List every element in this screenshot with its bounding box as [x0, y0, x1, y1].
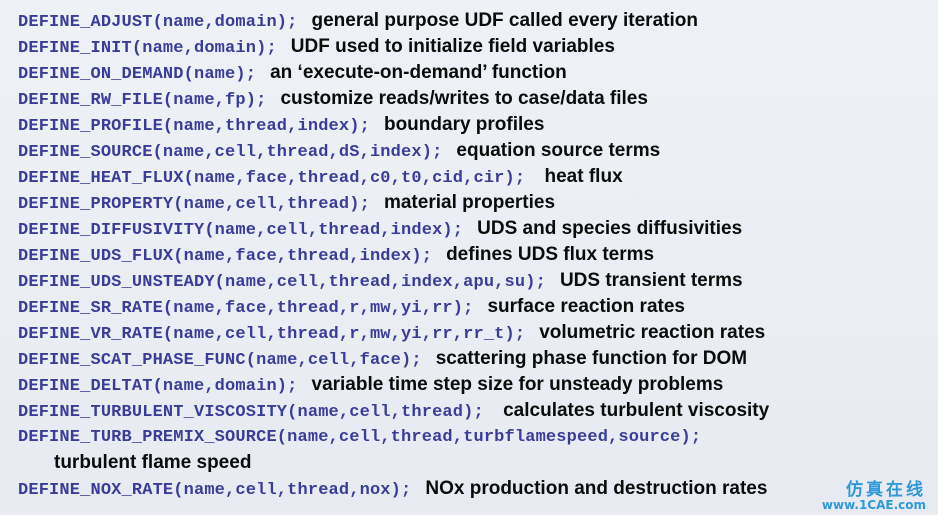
udf-line-define-on-demand: DEFINE_ON_DEMAND(name); an ‘execute-on-de… — [18, 61, 567, 85]
udf-line-define-turbulent-viscosity: DEFINE_TURBULENT_VISCOSITY(name,cell,thr… — [18, 399, 769, 423]
macro-description: customize reads/writes to case/data file… — [280, 88, 648, 109]
macro-description-continuation: turbulent flame speed — [54, 452, 252, 473]
macro-signature: DEFINE_VR_RATE(name,cell,thread,r,mw,yi,… — [18, 325, 526, 344]
udf-line-define-adjust: DEFINE_ADJUST(name,domain); general purpo… — [18, 9, 698, 33]
udf-line-define-rw-file: DEFINE_RW_FILE(name,fp); customize reads/… — [18, 87, 648, 111]
udf-line-define-nox-rate: DEFINE_NOX_RATE(name,cell,thread,nox); NO… — [18, 477, 767, 501]
macro-description: calculates turbulent viscosity — [497, 400, 770, 421]
macro-signature: DEFINE_HEAT_FLUX(name,face,thread,c0,t0,… — [18, 169, 526, 188]
macro-description: UDS transient terms — [559, 270, 743, 291]
macro-description: an ‘execute-on-demand’ function — [270, 62, 567, 83]
macro-signature: DEFINE_UDS_UNSTEADY(name,cell,thread,ind… — [18, 273, 546, 292]
watermark-logo: 仿真在线 www.1CAE.com — [821, 480, 926, 512]
udf-line-define-init: DEFINE_INIT(name,domain); UDF used to ini… — [18, 35, 615, 59]
macro-signature: DEFINE_SCAT_PHASE_FUNC(name,cell,face); — [18, 351, 422, 370]
udf-line-define-source: DEFINE_SOURCE(name,cell,thread,dS,index)… — [18, 139, 660, 163]
udf-line-define-turb-premix-source: DEFINE_TURB_PREMIX_SOURCE(name,cell,thre… — [18, 425, 701, 449]
macro-description: defines UDS flux terms — [446, 244, 655, 265]
macro-signature: DEFINE_RW_FILE(name,fp); — [18, 91, 267, 110]
udf-line-define-profile: DEFINE_PROFILE(name,thread,index); bounda… — [18, 113, 544, 137]
macro-description: boundary profiles — [383, 114, 545, 135]
macro-description: UDS and species diffusivities — [477, 218, 743, 239]
macro-signature: DEFINE_DIFFUSIVITY(name,cell,thread,inde… — [18, 221, 464, 240]
macro-description: variable time step size for unsteady pro… — [311, 374, 724, 395]
macro-signature: DEFINE_TURBULENT_VISCOSITY(name,cell,thr… — [18, 403, 484, 422]
watermark-cn-text: 仿真在线 — [846, 480, 926, 500]
udf-line-define-heat-flux: DEFINE_HEAT_FLUX(name,face,thread,c0,t0,… — [18, 165, 623, 189]
macro-description: surface reaction rates — [487, 296, 685, 317]
macro-signature: DEFINE_SOURCE(name,cell,thread,dS,index)… — [18, 143, 443, 162]
macro-description: general purpose UDF called every iterati… — [311, 10, 698, 31]
udf-line-define-uds-unsteady: DEFINE_UDS_UNSTEADY(name,cell,thread,ind… — [18, 269, 743, 293]
macro-signature: DEFINE_ON_DEMAND(name); — [18, 65, 257, 84]
macro-description: scattering phase function for DOM — [435, 348, 748, 369]
macro-description: volumetric reaction rates — [539, 322, 766, 343]
udf-line-define-uds-flux: DEFINE_UDS_FLUX(name,face,thread,index);… — [18, 243, 654, 267]
watermark-url-text: www.1CAE.com — [821, 498, 926, 512]
macro-description: NOx production and destruction rates — [425, 478, 768, 499]
macro-signature: DEFINE_TURB_PREMIX_SOURCE(name,cell,thre… — [18, 428, 702, 447]
udf-line-define-scat-phase-func: DEFINE_SCAT_PHASE_FUNC(name,cell,face); s… — [18, 347, 747, 371]
udf-line-define-diffusivity: DEFINE_DIFFUSIVITY(name,cell,thread,inde… — [18, 217, 742, 241]
macro-description: material properties — [383, 192, 556, 213]
macro-signature: DEFINE_UDS_FLUX(name,face,thread,index); — [18, 247, 433, 266]
macro-description: UDF used to initialize field variables — [290, 36, 615, 57]
macro-signature: DEFINE_NOX_RATE(name,cell,thread,nox); — [18, 481, 412, 500]
macro-description: heat flux — [539, 166, 623, 187]
udf-line-define-vr-rate: DEFINE_VR_RATE(name,cell,thread,r,mw,yi,… — [18, 321, 765, 345]
udf-line-define-deltat: DEFINE_DELTAT(name,domain); variable time… — [18, 373, 723, 397]
macro-signature: DEFINE_ADJUST(name,domain); — [18, 13, 298, 32]
macro-description: equation source terms — [456, 140, 661, 161]
macro-signature: DEFINE_PROPERTY(name,cell,thread); — [18, 195, 370, 214]
macro-signature: DEFINE_DELTAT(name,domain); — [18, 377, 298, 396]
udf-line-define-property: DEFINE_PROPERTY(name,cell,thread); materi… — [18, 191, 555, 215]
macro-signature: DEFINE_PROFILE(name,thread,index); — [18, 117, 370, 136]
macro-signature: DEFINE_INIT(name,domain); — [18, 39, 277, 58]
udf-line-define-sr-rate: DEFINE_SR_RATE(name,face,thread,r,mw,yi,… — [18, 295, 685, 319]
macro-signature: DEFINE_SR_RATE(name,face,thread,r,mw,yi,… — [18, 299, 474, 318]
